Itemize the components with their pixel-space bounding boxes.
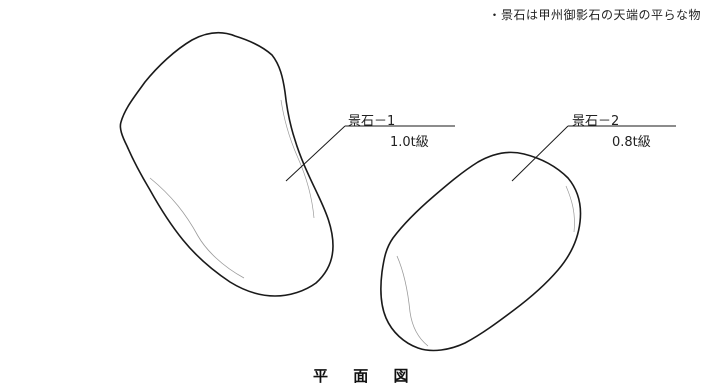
stone-2-spec-label: 0.8t級 xyxy=(612,135,651,150)
stone-material-note: ・景石は甲州御影石の天端の平らな物 xyxy=(488,8,701,22)
drawing-title: 平 面 図 xyxy=(313,367,419,385)
stone-2-leader xyxy=(511,125,569,182)
stone-2-ridge xyxy=(396,255,429,347)
stone-1-spec-label: 1.0t級 xyxy=(390,135,429,150)
stone-1-outline xyxy=(119,31,334,297)
stone-1-ridge-2 xyxy=(280,99,315,219)
stone-1-leader xyxy=(285,125,346,182)
stone-1-ridge xyxy=(149,177,245,279)
stone-2-ridge-2 xyxy=(565,185,575,233)
stone-1-name-label: 景石－1 xyxy=(348,114,396,129)
stone-2-outline xyxy=(380,151,582,352)
stone-2-name-label: 景石－2 xyxy=(572,114,620,129)
